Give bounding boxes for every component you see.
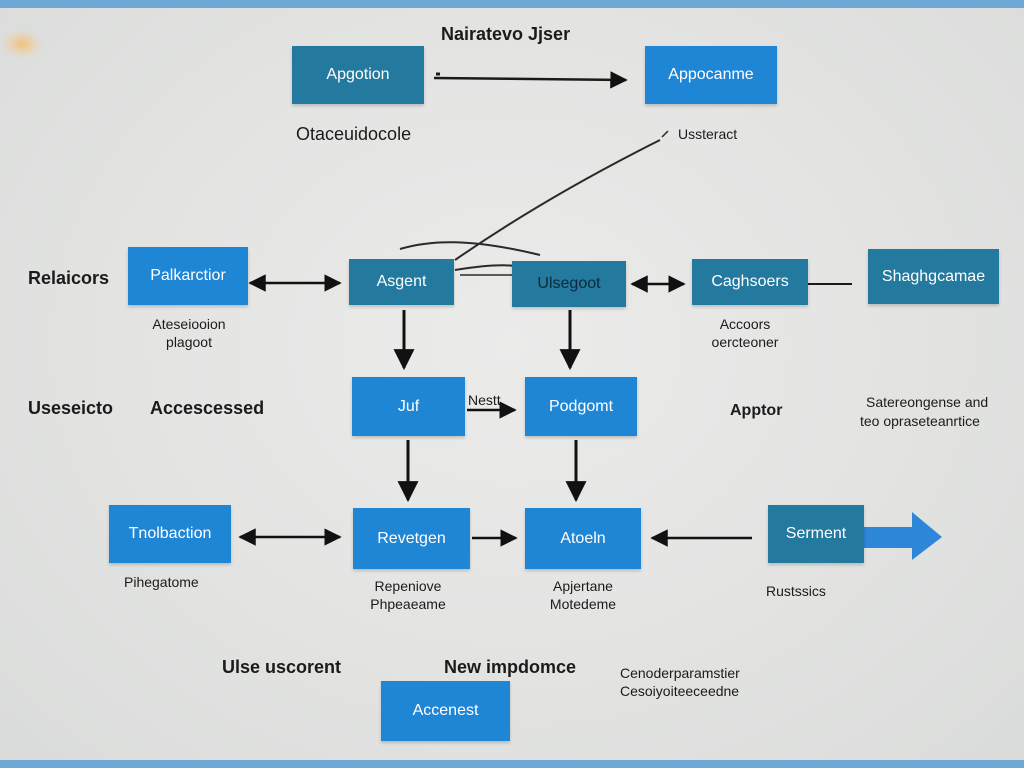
box-accenest-label: Accenest bbox=[412, 702, 479, 719]
box-ulsegoot: Ulsegoot bbox=[512, 261, 626, 307]
box-appocanme: Appocanme bbox=[645, 46, 777, 104]
label-nestt: Nestt bbox=[468, 392, 501, 408]
label-cenoderparamstier: Cenoderparamstier bbox=[620, 665, 740, 681]
label-accoors: Accoors bbox=[719, 316, 771, 332]
top-accent-bar bbox=[0, 0, 1024, 8]
connector-apgotion-appocanme bbox=[433, 71, 628, 89]
box-serment: Serment bbox=[768, 505, 864, 563]
box-ulsegoot-label: Ulsegoot bbox=[537, 275, 601, 292]
label-cesoiyoiteeceedne: Cesoiyoiteeceedne bbox=[620, 683, 740, 699]
box-tnolbaction-label: Tnolbaction bbox=[128, 525, 212, 542]
box-revetgen: Revetgen bbox=[353, 508, 470, 569]
diagram-title: Nairatevo Jjser bbox=[441, 24, 571, 44]
label-useseicto: Useseicto bbox=[28, 398, 114, 418]
box-palkarctior: Palkarctior bbox=[128, 247, 248, 305]
connector-ussteract-wires bbox=[399, 130, 669, 276]
label-oercteoner: oercteoner bbox=[711, 334, 779, 350]
label-repeniove: Repeniove bbox=[374, 578, 442, 594]
label-apptor: Apptor bbox=[730, 402, 783, 419]
label-otaceuidocole: Otaceuidocole bbox=[296, 124, 412, 144]
label-ussteract: Ussteract bbox=[678, 126, 738, 142]
label-accescessed: Accescessed bbox=[150, 398, 265, 418]
label-apjertane: Apjertane bbox=[553, 578, 613, 594]
label-rustssics: Rustssics bbox=[766, 583, 826, 599]
box-caghsoers: Caghsoers bbox=[692, 259, 808, 305]
box-shaghgcamae-label: Shaghgcamae bbox=[881, 267, 986, 285]
box-palkarctior-label: Palkarctior bbox=[150, 267, 226, 284]
box-caghsoers-label: Caghsoers bbox=[711, 273, 789, 290]
box-apgotion-label: Apgotion bbox=[326, 66, 390, 83]
box-juf: Juf bbox=[352, 377, 465, 436]
box-juf-label: Juf bbox=[397, 397, 420, 415]
box-atoeln-label: Atoeln bbox=[560, 529, 606, 547]
box-asgent: Asgent bbox=[349, 259, 454, 305]
label-motedeme: Motedeme bbox=[549, 596, 617, 612]
serment-blue-arrow bbox=[864, 512, 942, 560]
label-satereongense-line2: teo opraseteanrtice bbox=[860, 413, 980, 429]
label-satereongense-line1: Satereongense and bbox=[866, 394, 989, 410]
box-podgomt: Podgomt bbox=[525, 377, 637, 436]
label-ulse-uscorent: Ulse uscorent bbox=[222, 657, 342, 677]
box-apgotion: Apgotion bbox=[292, 46, 424, 104]
label-new-impdomce: New impdomce bbox=[444, 657, 577, 677]
label-relaicors: Relaicors bbox=[28, 268, 110, 288]
box-atoeln: Atoeln bbox=[525, 508, 641, 569]
label-ateseiooion: Ateseiooion bbox=[152, 316, 226, 332]
label-phpeaeame: Phpeaeame bbox=[370, 596, 446, 612]
box-revetgen-label: Revetgen bbox=[377, 529, 446, 547]
label-plagoot: plagoot bbox=[166, 334, 212, 350]
light-glow bbox=[2, 30, 42, 58]
box-serment-label: Serment bbox=[785, 525, 847, 542]
box-tnolbaction: Tnolbaction bbox=[109, 505, 231, 563]
box-appocanme-label: Appocanme bbox=[668, 66, 754, 83]
bottom-accent-bar bbox=[0, 760, 1024, 768]
box-shaghgcamae: Shaghgcamae bbox=[868, 249, 999, 304]
box-podgomt-label: Podgomt bbox=[548, 397, 614, 415]
box-asgent-label: Asgent bbox=[376, 273, 427, 290]
label-pihegatome: Pihegatome bbox=[124, 574, 199, 590]
box-accenest: Accenest bbox=[381, 681, 510, 741]
